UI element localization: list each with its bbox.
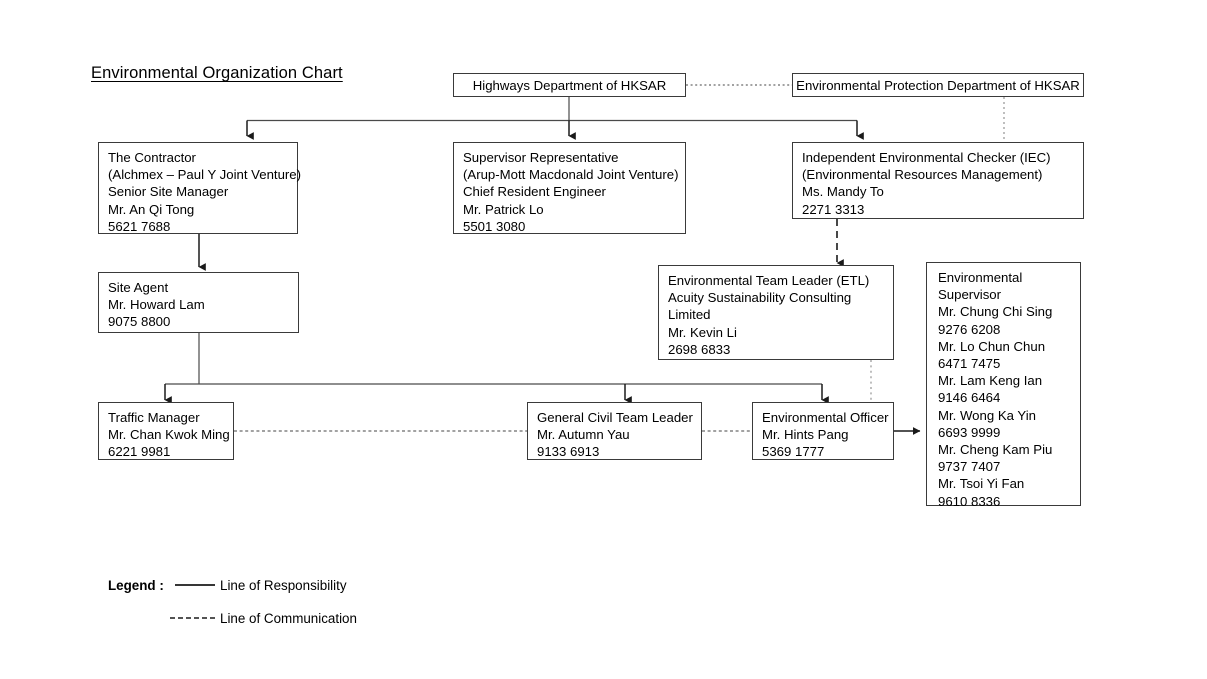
page-title: Environmental Organization Chart <box>91 64 343 82</box>
node-line: Mr. An Qi Tong <box>108 201 195 217</box>
node-environmental-team-leader[interactable]: Environmental Team Leader (ETL) Acuity S… <box>658 265 894 360</box>
node-line: Ms. Mandy To <box>802 184 884 200</box>
node-line: Environmental <box>938 270 1023 285</box>
node-line: 9146 6464 <box>938 390 1001 406</box>
node-the-contractor[interactable]: The Contractor (Alchmex – Paul Y Joint V… <box>98 142 302 234</box>
legend-communication-text: Line of Communication <box>220 611 357 626</box>
node-line: Mr. Lam Keng Ian <box>938 373 1043 389</box>
node-site-agent[interactable]: Site Agent Mr. Howard Lam 9075 8800 <box>98 272 299 333</box>
node-line: 9737 7407 <box>938 459 1001 475</box>
node-line: Environmental Officer <box>762 410 889 425</box>
node-line: Mr. Howard Lam <box>108 297 205 313</box>
node-general-civil-team-leader[interactable]: General Civil Team Leader Mr. Autumn Yau… <box>527 402 702 460</box>
edge-highways-bus <box>247 97 857 122</box>
node-environmental-officer[interactable]: Environmental Officer Mr. Hints Pang 536… <box>752 402 894 460</box>
node-line: 5369 1777 <box>762 444 825 460</box>
node-line: Mr. Patrick Lo <box>463 201 544 217</box>
node-line: 9133 6913 <box>537 444 600 460</box>
node-line: 9075 8800 <box>108 314 171 330</box>
node-line: (Arup-Mott Macdonald Joint Venture) <box>463 167 679 183</box>
node-line: Environmental Protection Department of H… <box>796 78 1080 93</box>
node-line: Chief Resident Engineer <box>463 184 606 200</box>
node-line: Highways Department of HKSAR <box>472 78 667 93</box>
node-line: Mr. Tsoi Yi Fan <box>938 476 1025 492</box>
node-line: Traffic Manager <box>108 410 200 425</box>
legend-label: Legend : <box>108 578 164 593</box>
node-epd-hksar[interactable]: Environmental Protection Department of H… <box>792 73 1084 97</box>
node-line: 6693 9999 <box>938 424 1001 440</box>
node-line: Mr. Chan Kwok Ming <box>108 427 230 443</box>
node-line: Environmental Team Leader (ETL) <box>668 273 870 288</box>
legend-responsibility-text: Line of Responsibility <box>220 578 347 593</box>
node-line: Mr. Lo Chun Chun <box>938 338 1046 354</box>
node-line: Limited <box>668 307 711 323</box>
node-line: Mr. Cheng Kam Piu <box>938 442 1053 458</box>
node-highways-department[interactable]: Highways Department of HKSAR <box>453 73 686 97</box>
node-environmental-supervisor[interactable]: Environmental Supervisor Mr. Chung Chi S… <box>926 262 1081 509</box>
node-traffic-manager[interactable]: Traffic Manager Mr. Chan Kwok Ming 6221 … <box>98 402 234 460</box>
node-line: 6221 9981 <box>108 444 171 460</box>
node-line: 2698 6833 <box>668 341 731 357</box>
node-line: Acuity Sustainability Consulting <box>668 290 852 306</box>
node-line: 2271 3313 <box>802 201 865 217</box>
node-line: 9610 8336 <box>938 493 1001 509</box>
node-line: The Contractor <box>108 150 196 165</box>
node-line: 5501 3080 <box>463 218 526 234</box>
node-supervisor-representative[interactable]: Supervisor Representative (Arup-Mott Mac… <box>453 142 686 234</box>
node-line: Supervisor <box>938 287 1002 303</box>
node-line: 9276 6208 <box>938 321 1001 337</box>
node-line: (Alchmex – Paul Y Joint Venture) <box>108 167 302 183</box>
node-line: 6471 7475 <box>938 356 1001 372</box>
node-line: Mr. Wong Ka Yin <box>938 407 1036 423</box>
node-line: Site Agent <box>108 280 169 295</box>
node-line: Mr. Kevin Li <box>668 324 737 340</box>
node-line: Supervisor Representative <box>463 150 619 165</box>
node-line: Mr. Chung Chi Sing <box>938 304 1053 320</box>
node-line: (Environmental Resources Management) <box>802 167 1043 183</box>
node-independent-environmental-checker[interactable]: Independent Environmental Checker (IEC) … <box>792 142 1084 219</box>
node-line: Mr. Hints Pang <box>762 427 849 443</box>
node-line: Independent Environmental Checker (IEC) <box>802 150 1051 165</box>
node-line: Senior Site Manager <box>108 184 229 200</box>
node-line: General Civil Team Leader <box>537 410 693 425</box>
node-line: 5621 7688 <box>108 218 171 234</box>
node-line: Mr. Autumn Yau <box>537 427 630 443</box>
